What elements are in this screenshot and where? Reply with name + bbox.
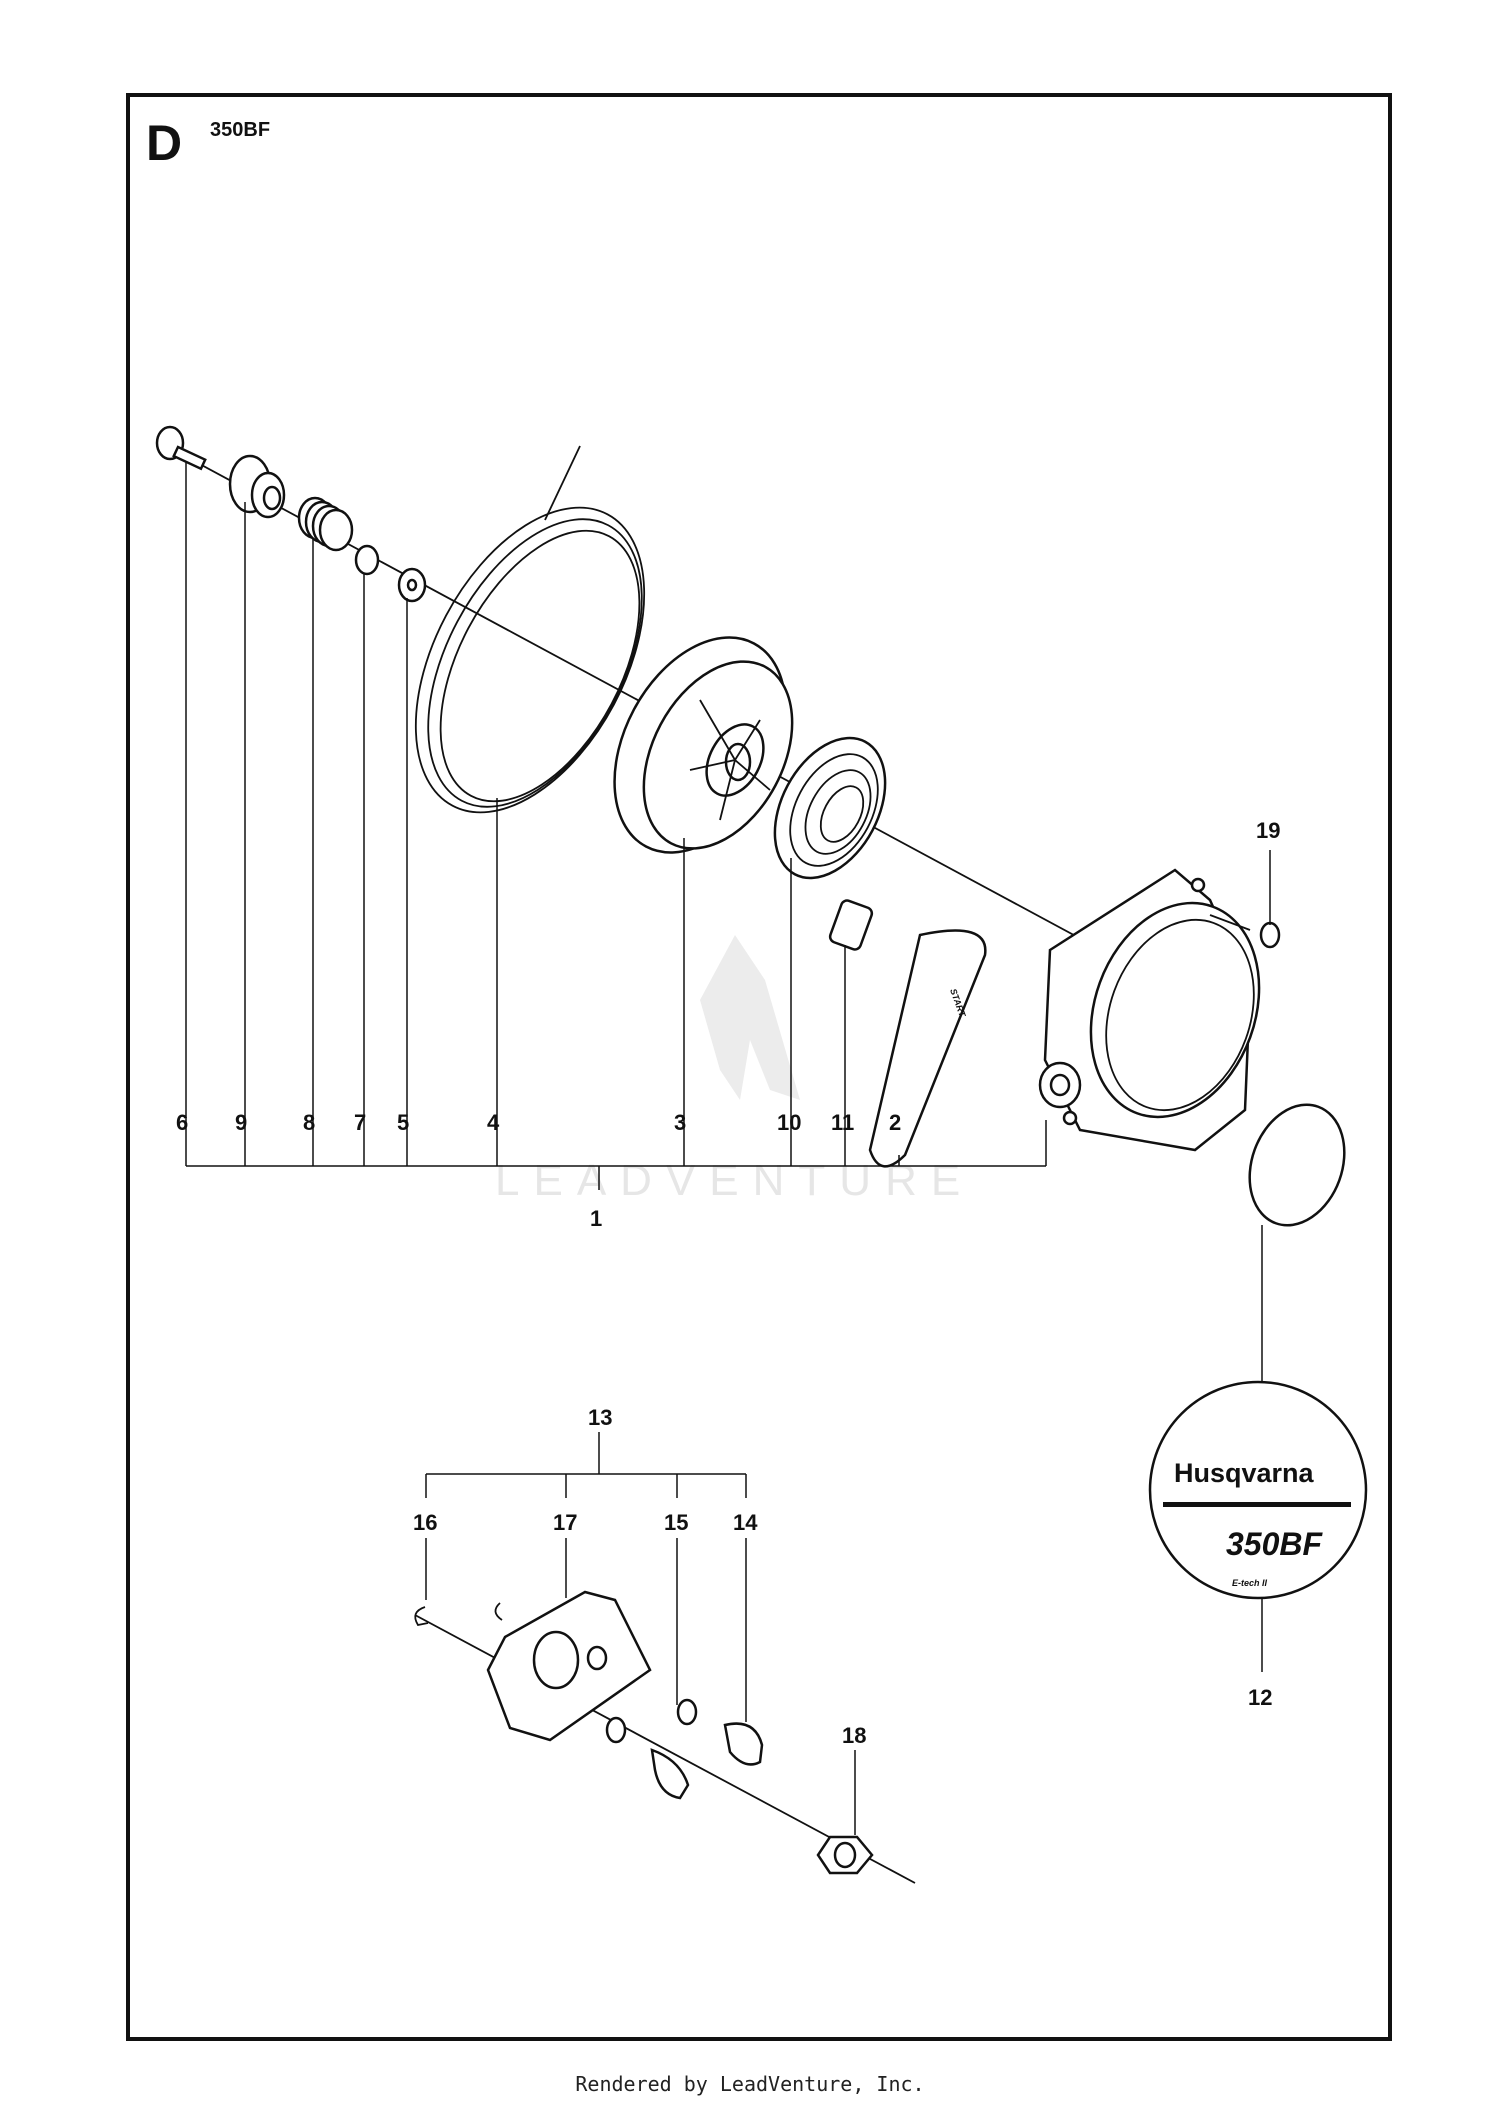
recoil-spring-part-10 bbox=[773, 736, 887, 880]
pawl-part-14 bbox=[650, 1722, 764, 1800]
diagram-frame bbox=[126, 93, 1392, 2041]
label-6: 6 bbox=[176, 1110, 188, 1135]
label-13: 13 bbox=[588, 1405, 612, 1430]
coil-spring-part-8 bbox=[297, 496, 354, 552]
leader-lines-top bbox=[185, 462, 1271, 1672]
label-5: 5 bbox=[397, 1110, 409, 1135]
model-title: 350BF bbox=[210, 119, 270, 141]
pawl-carrier-part-9 bbox=[228, 454, 286, 519]
label-12: 12 bbox=[1248, 1685, 1272, 1710]
washer-part-5 bbox=[397, 567, 427, 603]
label-11: 11 bbox=[831, 1110, 854, 1135]
handle-insert-part-11 bbox=[828, 899, 874, 951]
leader-lines-bottom bbox=[425, 1432, 856, 1835]
label-7: 7 bbox=[354, 1110, 366, 1135]
spring-part-15 bbox=[605, 1698, 698, 1744]
decal-brand: Husqvarna bbox=[1174, 1458, 1315, 1488]
clip-part-16 bbox=[414, 1606, 429, 1627]
decal-part-12: Husqvarna 350BF E-tech II bbox=[1148, 1380, 1368, 1600]
start-handle-part-2: START bbox=[868, 929, 987, 1168]
label-18: 18 bbox=[842, 1723, 866, 1748]
screw-part-19 bbox=[1209, 914, 1281, 949]
screw-part-6 bbox=[155, 425, 207, 471]
watermark: LEADVENTURE bbox=[495, 935, 974, 1205]
starter-housing-part-1 bbox=[1038, 868, 1261, 1152]
label-1: 1 bbox=[590, 1206, 602, 1231]
label-10: 10 bbox=[777, 1110, 801, 1135]
footer-credit: Rendered by LeadVenture, Inc. bbox=[575, 2072, 925, 2096]
label-9: 9 bbox=[235, 1110, 247, 1135]
label-4: 4 bbox=[487, 1110, 500, 1135]
label-3: 3 bbox=[674, 1110, 686, 1135]
label-2: 2 bbox=[889, 1110, 901, 1135]
label-14: 14 bbox=[733, 1510, 758, 1535]
label-16: 16 bbox=[413, 1510, 437, 1535]
decal-subtext: E-tech II bbox=[1232, 1578, 1268, 1588]
label-19: 19 bbox=[1256, 818, 1280, 843]
section-letter: D bbox=[146, 115, 182, 171]
bracket-part-17 bbox=[486, 1590, 652, 1742]
ring-part-7 bbox=[354, 544, 380, 576]
decal-model: 350BF bbox=[1226, 1526, 1324, 1562]
cover-disc-part-12 bbox=[1248, 1103, 1346, 1227]
svg-text:LEADVENTURE: LEADVENTURE bbox=[495, 1156, 974, 1205]
starter-rope-part-4 bbox=[414, 445, 646, 814]
label-8: 8 bbox=[303, 1110, 315, 1135]
label-15: 15 bbox=[664, 1510, 688, 1535]
label-17: 17 bbox=[553, 1510, 577, 1535]
nut-part-18 bbox=[816, 1835, 874, 1875]
rope-pulley-part-3 bbox=[613, 636, 794, 854]
